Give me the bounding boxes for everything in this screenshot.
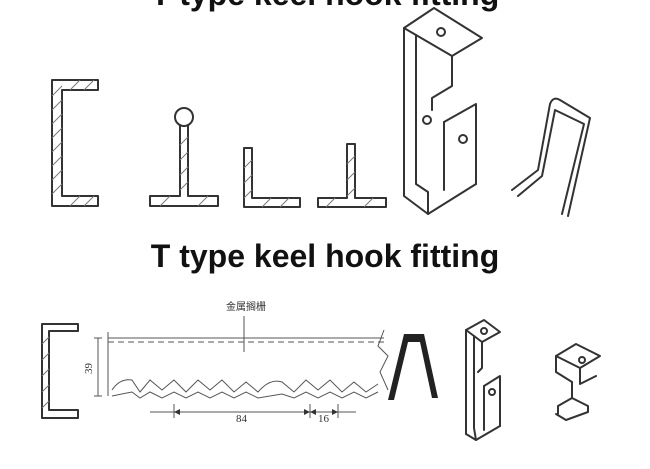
dim-height-label: 39 [83, 363, 95, 375]
dim-pitch-label: 84 [236, 413, 248, 425]
middle-caption: T type keel hook fitting [150, 238, 500, 274]
clip-fitting [555, 343, 601, 421]
grid-annotation-label: 金属搁栅 [226, 300, 266, 313]
dim-gap-label: 16 [318, 413, 330, 425]
metal-grid-section-drawing [94, 316, 389, 418]
wire-hook [511, 97, 591, 217]
l-angle-profile [243, 147, 301, 208]
hook-bracket-3d [403, 7, 483, 215]
c-channel-profile [51, 79, 99, 207]
top-caption-cropped: T type keel hook fitting [0, 0, 650, 12]
t-angle-profile [317, 143, 387, 208]
t-bulb-profile [149, 107, 219, 207]
c-channel-small-profile [41, 323, 79, 419]
hat-channel-profile [388, 334, 438, 400]
small-hook-bracket [465, 319, 501, 441]
